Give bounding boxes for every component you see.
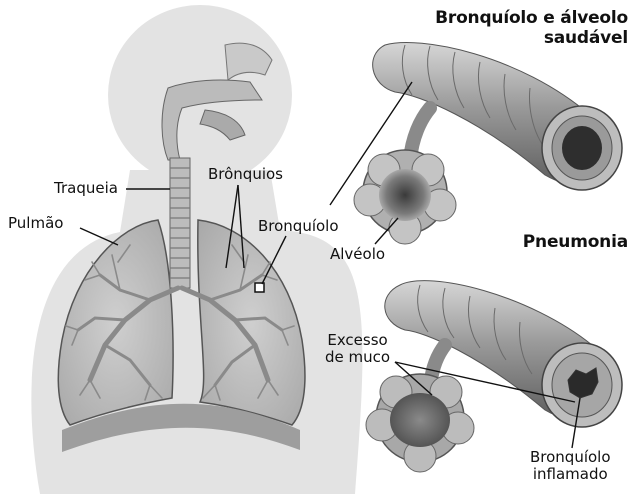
healthy-title-line-2: saudável <box>435 29 628 49</box>
pulmao-label: Pulmão <box>8 215 63 232</box>
bronquiolo-label: Bronquíolo <box>258 218 339 235</box>
healthy-title: Bronquíolo e álveolo saudável <box>435 9 628 48</box>
inflamed-alveolus <box>366 374 474 472</box>
healthy-alveolus <box>354 150 456 244</box>
alveolo-label: Alvéolo <box>330 246 385 263</box>
inflamado-line-2: inflamado <box>530 466 611 483</box>
excesso-line-1: Excesso <box>325 332 390 349</box>
pneumonia-title: Pneumonia <box>523 233 628 253</box>
inflamado-line-1: Bronquíolo <box>530 449 611 466</box>
trachea <box>170 158 190 288</box>
bronquiolo-inflamado-label: Bronquíolo inflamado <box>530 449 611 484</box>
healthy-title-line-1: Bronquíolo e álveolo <box>435 9 628 29</box>
excesso-muco-label: Excesso de muco <box>325 332 390 367</box>
traqueia-label: Traqueia <box>54 180 118 197</box>
bronquios-label: Brônquios <box>208 166 283 183</box>
bronchiole-marker <box>255 283 264 292</box>
excesso-line-2: de muco <box>325 349 390 366</box>
